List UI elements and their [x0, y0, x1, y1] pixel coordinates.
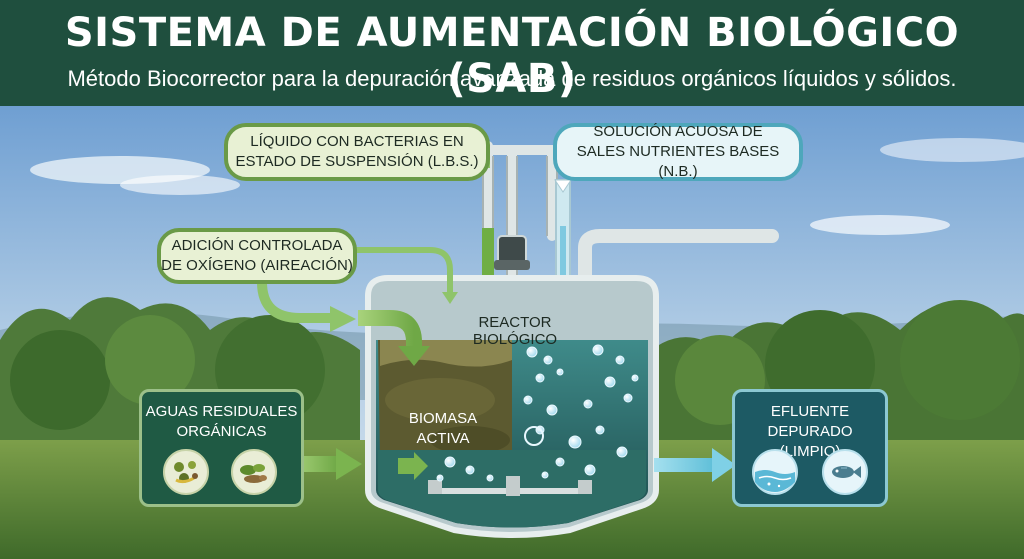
- oxygen-line1: ADICIÓN CONTROLADA: [171, 237, 343, 254]
- oxygen-input-box: ADICIÓN CONTROLADA DE OXÍGENO (AIREACIÓN…: [157, 228, 357, 284]
- bacteria-input-box: LÍQUIDO CON BACTERIAS EN ESTADO DE SUSPE…: [224, 123, 490, 181]
- page-title: SISTEMA DE AUMENTACIÓN BIOLÓGICO (SAB): [64, 10, 960, 102]
- influent-card: AGUAS RESIDUALES ORGÁNICAS: [139, 389, 304, 507]
- header-banner: SISTEMA DE AUMENTACIÓN BIOLÓGICO (SAB) M…: [0, 0, 1024, 106]
- biomass-line1: BIOMASA: [408, 410, 478, 427]
- bacteria-line1: LÍQUIDO CON BACTERIAS EN: [250, 133, 464, 150]
- biomass-label: BIOMASA ACTIVA: [398, 409, 488, 449]
- nutrients-line2: SALES NUTRIENTES BASES (N.B.): [576, 143, 780, 180]
- reactor-label: REACTOR BIOLÓGICO: [472, 314, 558, 348]
- fish-icon: [822, 449, 868, 495]
- effluent-card: EFLUENTE DEPURADO (LIMPIO): [732, 389, 888, 507]
- water-icon: [752, 449, 798, 495]
- effluent-line1: EFLUENTE DEPURADO: [767, 403, 853, 440]
- nutrients-line1: SOLUCIÓN ACUOSA DE: [593, 123, 763, 140]
- influent-line2: ORGÁNICAS: [176, 423, 267, 440]
- page-subtitle: Método Biocorrector para la depuración a…: [67, 66, 957, 91]
- solid-waste-icon: [231, 449, 277, 495]
- organic-waste-icon: [163, 449, 209, 495]
- biomass-line2: ACTIVA: [416, 430, 470, 447]
- nutrients-input-box: SOLUCIÓN ACUOSA DE SALES NUTRIENTES BASE…: [553, 123, 803, 181]
- bacteria-line2: ESTADO DE SUSPENSIÓN (L.B.S.): [235, 153, 479, 170]
- effluent-line2: (LIMPIO): [779, 443, 841, 460]
- oxygen-line2: DE OXÍGENO (AIREACIÓN): [161, 257, 353, 274]
- influent-line1: AGUAS RESIDUALES: [145, 403, 298, 420]
